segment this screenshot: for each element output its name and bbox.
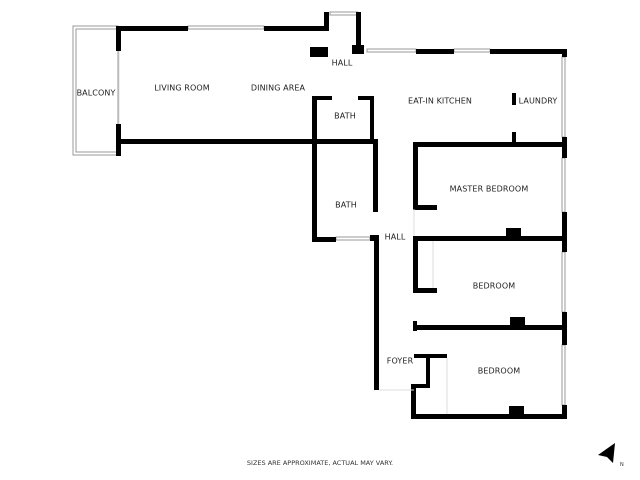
room-label-bath-mid: BATH bbox=[335, 200, 357, 210]
room-label-foyer: FOYER bbox=[386, 356, 414, 366]
walls bbox=[116, 12, 567, 419]
balcony-outline bbox=[72, 25, 119, 156]
svg-text:N: N bbox=[620, 462, 624, 468]
room-label-living-room: LIVING ROOM bbox=[154, 83, 210, 93]
room-label-bedroom-2: BEDROOM bbox=[477, 366, 521, 376]
room-label-bath-top: BATH bbox=[334, 111, 356, 121]
room-label-hall-top: HALL bbox=[331, 58, 353, 68]
room-label-bedroom-1: BEDROOM bbox=[472, 281, 516, 291]
room-label-laundry: LAUNDRY bbox=[518, 96, 558, 106]
north-arrow-icon: N bbox=[598, 443, 624, 468]
room-label-balcony: BALCONY bbox=[76, 88, 116, 98]
room-label-eat-in-kitchen: EAT-IN KITCHEN bbox=[408, 96, 472, 106]
footer-disclaimer: SIZES ARE APPROXIMATE, ACTUAL MAY VARY. bbox=[246, 459, 394, 467]
room-label-hall-mid: HALL bbox=[384, 232, 406, 242]
room-label-master-bedroom: MASTER BEDROOM bbox=[449, 184, 529, 194]
room-label-dining-area: DINING AREA bbox=[250, 83, 306, 93]
